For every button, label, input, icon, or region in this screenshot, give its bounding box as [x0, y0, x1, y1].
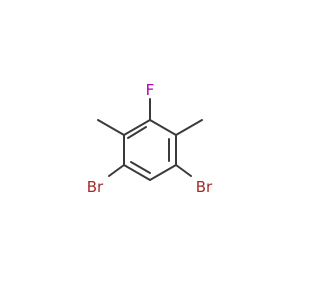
bond-to-bromine-right: [175, 164, 192, 177]
ring-bond-bottom-left: [123, 164, 151, 181]
structure-diagram: F Br Br: [87, 81, 213, 196]
bond-to-methyl-left: [97, 119, 125, 136]
fluorine-atom-label: F: [146, 81, 155, 99]
bond-to-bromine-left: [108, 164, 125, 177]
bond-to-methyl-right: [175, 119, 203, 136]
ring-bond-top-right: [149, 119, 177, 136]
bromine-left-atom-label: Br: [87, 178, 104, 196]
ring-bond-bottom-right: [149, 164, 177, 181]
ring-bond-top-left: [123, 119, 151, 136]
bromine-right-atom-label: Br: [196, 178, 213, 196]
molecule-canvas: F Br Br: [86, 81, 214, 196]
ring-bond-bottom-left-inner: [130, 161, 151, 174]
ring-bond-top-left-inner: [127, 126, 147, 139]
